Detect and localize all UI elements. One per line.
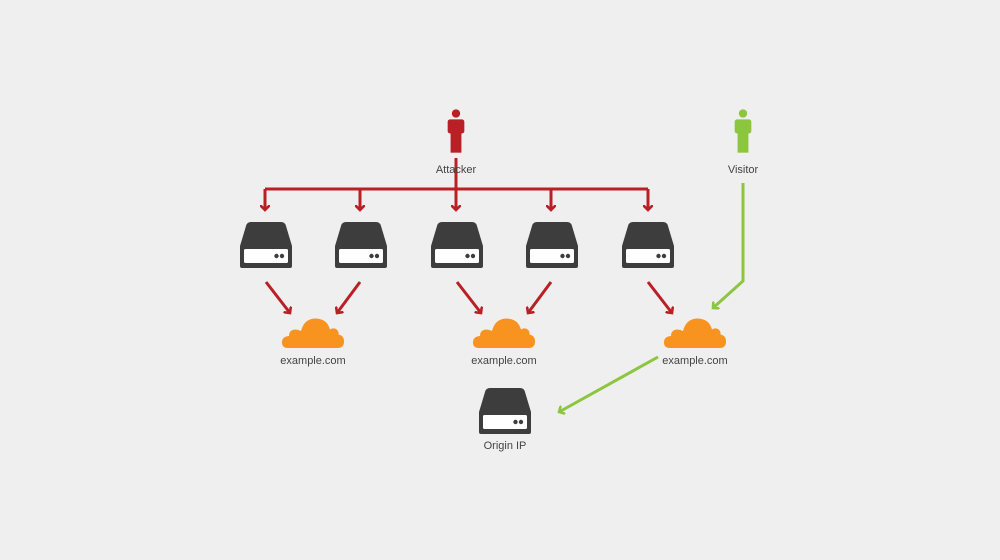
cloud-icon-2 — [473, 318, 535, 348]
attacker-label: Attacker — [435, 164, 477, 176]
visitor-label: Visitor — [727, 164, 759, 176]
visitor-to-cloud-arrow — [713, 183, 745, 308]
cloud-icon-3 — [664, 318, 726, 348]
visitor-path — [559, 183, 745, 412]
server-icon-2 — [335, 222, 387, 268]
domain-label-2: example.com — [471, 355, 537, 367]
visitor-icon — [734, 109, 752, 153]
domain-label-3: example.com — [662, 355, 728, 367]
server-icon-3 — [431, 222, 483, 268]
domain-label-1: example.com — [280, 355, 346, 367]
arrow-server4-cloud2 — [528, 281, 553, 313]
cloud-icon-1 — [282, 318, 344, 348]
arrow-server1-cloud1 — [264, 281, 290, 313]
attacker-icon — [447, 109, 465, 153]
cloud-to-origin-arrow — [559, 355, 659, 412]
arrow-server3-cloud2 — [455, 281, 481, 313]
arrow-server2-cloud1 — [337, 281, 362, 313]
arrow-server5-cloud3 — [646, 281, 672, 313]
server-to-cloud-arrows — [264, 281, 672, 313]
server-icon-1 — [240, 222, 292, 268]
attacker-lines — [265, 158, 648, 210]
origin-ip-label: Origin IP — [483, 440, 527, 452]
server-icon-5 — [622, 222, 674, 268]
server-icon-4 — [526, 222, 578, 268]
origin-server-icon — [479, 388, 531, 434]
